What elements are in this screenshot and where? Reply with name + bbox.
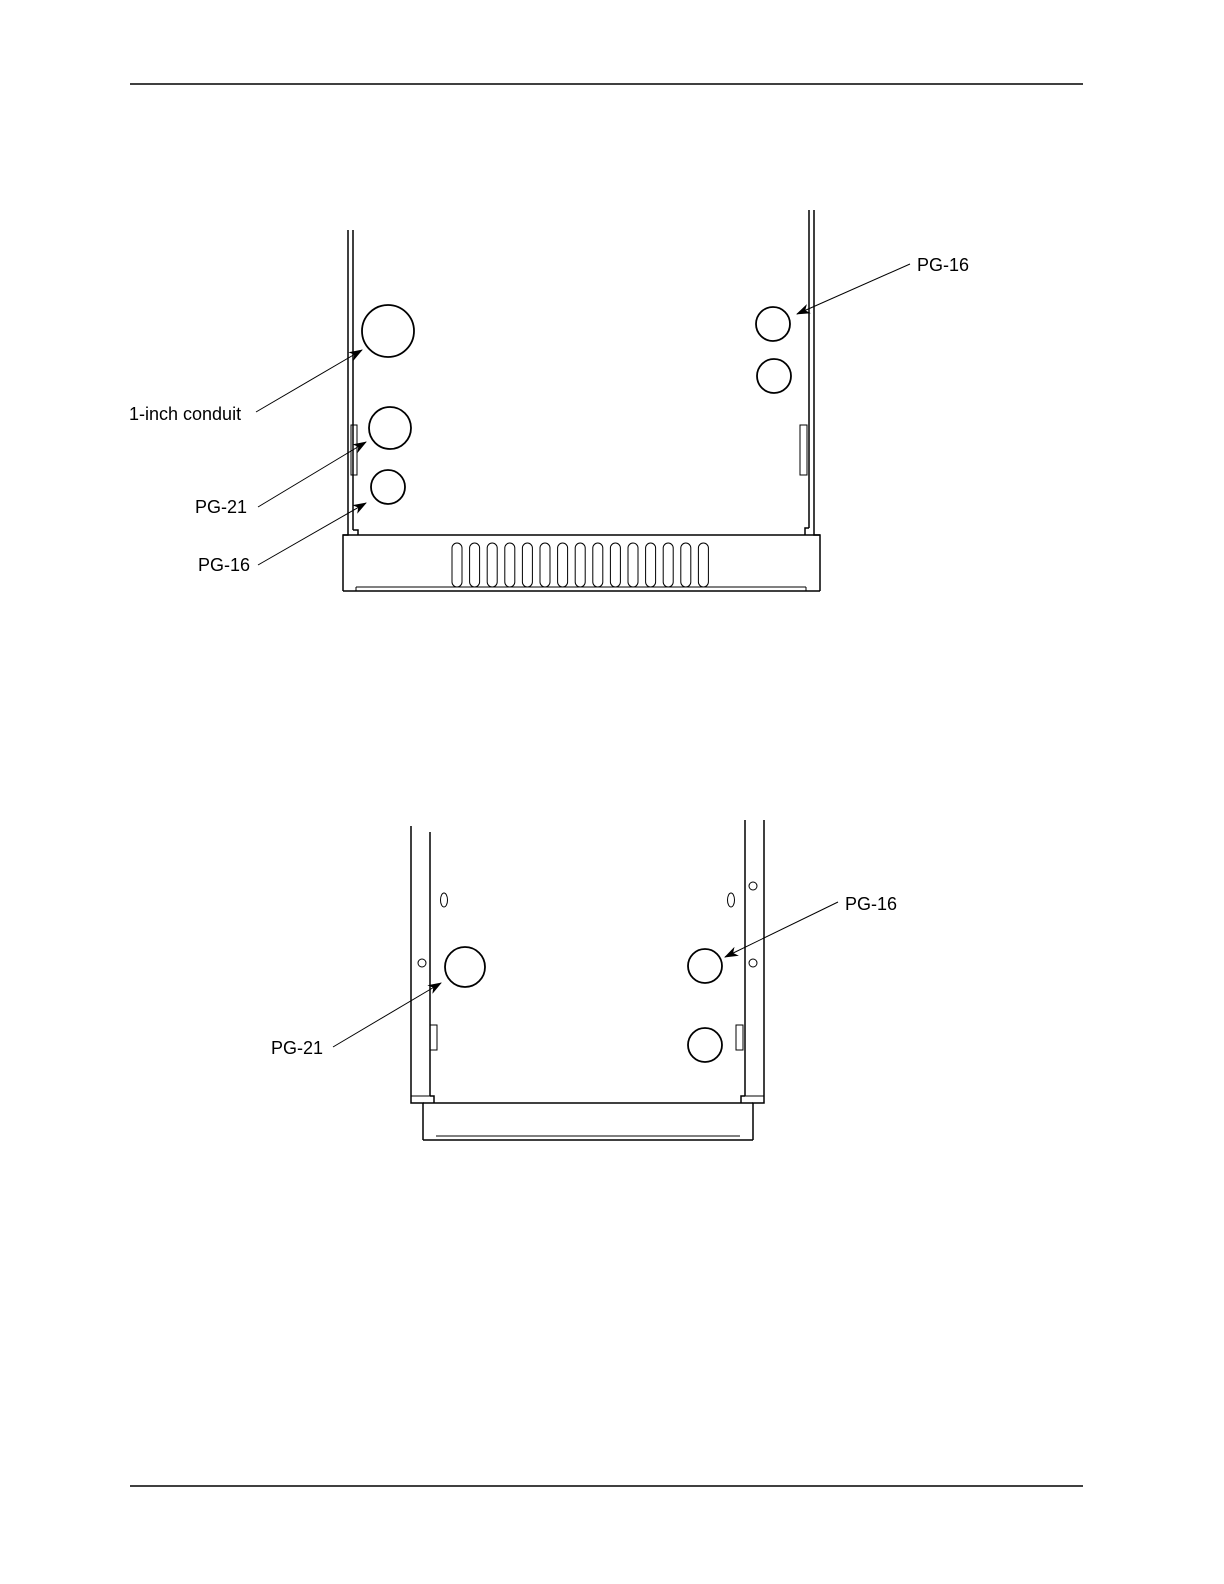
label-pg21-top: PG-21 — [195, 497, 247, 517]
top-right-corner — [805, 528, 820, 591]
bottom-pg21-hole — [445, 947, 485, 987]
top-right-wall-tab — [800, 425, 807, 475]
louver-slot — [452, 543, 462, 587]
louver-slot — [540, 543, 550, 587]
bottom-left-small-hole — [418, 959, 426, 967]
top-pg21-leader — [258, 442, 366, 507]
louver-slot — [487, 543, 497, 587]
top-enclosure-diagram: 1-inch conduit PG-21 PG-16 PG-16 — [129, 210, 969, 591]
louver-slot — [663, 543, 673, 587]
top-pg16-hole-right-upper — [756, 307, 790, 341]
top-conduit-leader — [256, 350, 362, 412]
label-pg16-bottom: PG-16 — [845, 894, 897, 914]
top-left-corner — [343, 530, 358, 591]
top-pg16-leader-left — [258, 503, 366, 565]
louver-slots — [452, 543, 708, 587]
bottom-left-wall-tab — [430, 1025, 437, 1050]
label-pg21-bottom: PG-21 — [271, 1038, 323, 1058]
louver-slot — [681, 543, 691, 587]
bottom-right-slot — [728, 893, 735, 907]
bottom-pg16-leader — [725, 902, 838, 957]
louver-slot — [628, 543, 638, 587]
bottom-left-slot — [441, 893, 448, 907]
top-pg21-hole — [369, 407, 411, 449]
label-one-inch-conduit: 1-inch conduit — [129, 404, 241, 424]
louver-slot — [575, 543, 585, 587]
louver-slot — [505, 543, 515, 587]
louver-slot — [646, 543, 656, 587]
bottom-pg16-hole-upper — [688, 949, 722, 983]
louver-slot — [698, 543, 708, 587]
bottom-pg16-hole-lower — [688, 1028, 722, 1062]
top-pg16-hole-left — [371, 470, 405, 504]
bottom-enclosure-diagram: PG-16 PG-21 — [271, 820, 897, 1140]
louver-slot — [610, 543, 620, 587]
louver-slot — [470, 543, 480, 587]
label-pg16-top-left: PG-16 — [198, 555, 250, 575]
bottom-right-small-hole-lower — [749, 959, 757, 967]
bottom-right-wall-tab — [736, 1025, 743, 1050]
top-pg16-hole-right-lower — [757, 359, 791, 393]
louver-slot — [558, 543, 568, 587]
top-one-inch-conduit-hole — [362, 305, 414, 357]
bottom-right-small-hole-upper — [749, 882, 757, 890]
louver-slot — [593, 543, 603, 587]
bottom-pg21-leader — [333, 983, 441, 1047]
label-pg16-top-right: PG-16 — [917, 255, 969, 275]
louver-slot — [522, 543, 532, 587]
